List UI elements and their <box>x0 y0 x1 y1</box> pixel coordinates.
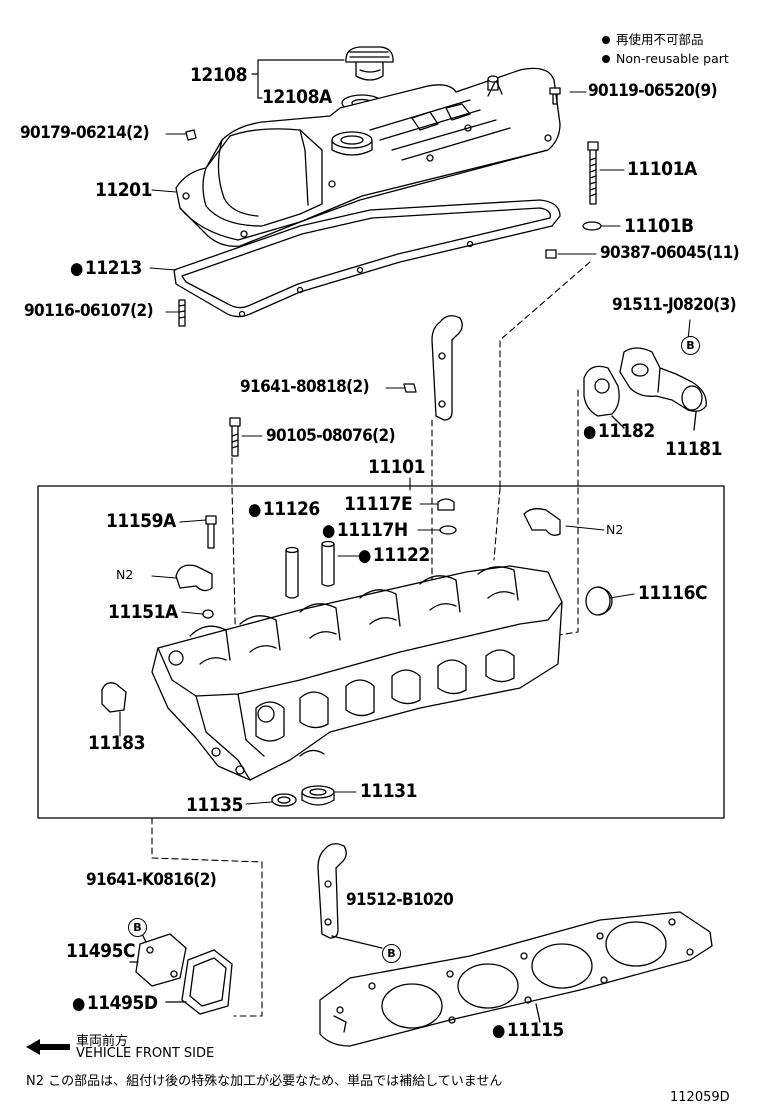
water-outlet-gasket <box>583 365 620 417</box>
bullet-icon <box>602 55 610 63</box>
stud-90116 <box>178 299 186 327</box>
part-label-11115[interactable]: ●11115 <box>492 1021 564 1040</box>
bolt-90105 <box>229 417 241 457</box>
part-number: 11122 <box>372 544 430 566</box>
oil-filler-cap <box>345 46 394 81</box>
part-label-91511[interactable]: 91511-J0820(3) <box>612 295 737 315</box>
cover-plate-11495c <box>135 933 187 987</box>
part-label-11151a[interactable]: 11151A <box>108 601 178 623</box>
cylinder-head-cover <box>175 67 561 247</box>
footnote-n2: N2 この部品は、組付け後の特殊な加工が必要なため、単品では補給していません <box>26 1074 503 1089</box>
part-label-11159a[interactable]: 11159A <box>106 510 176 532</box>
part-label-11117e[interactable]: 11117E <box>344 493 413 515</box>
part-label-11183[interactable]: 11183 <box>88 732 145 754</box>
code-b-marker: B <box>382 944 401 963</box>
part-label-11201[interactable]: 11201 <box>95 179 152 201</box>
vehicle-front-en: VEHICLE FRONT SIDE <box>76 1046 215 1061</box>
part-label-11495d[interactable]: ●11495D <box>72 994 158 1013</box>
part-number: 11115 <box>506 1019 564 1041</box>
non-reusable-bullet-icon: ● <box>583 422 596 442</box>
vehicle-front-jp: 車両前方 <box>76 1034 129 1049</box>
document-number: 112059D <box>670 1090 730 1105</box>
part-label-90105[interactable]: 90105-08076(2) <box>266 426 396 446</box>
part-number: 11495D <box>86 992 158 1014</box>
legend-row-jp: 再使用不可部品 <box>602 30 729 49</box>
non-reusable-bullet-icon: ● <box>358 546 371 566</box>
non-reusable-bullet-icon: ● <box>322 521 335 541</box>
part-label-12108a[interactable]: 12108A <box>262 86 332 108</box>
part-label-11131[interactable]: 11131 <box>360 780 417 802</box>
part-label-90119[interactable]: 90119-06520(9) <box>588 81 718 101</box>
part-number: 11213 <box>84 257 142 279</box>
code-b-marker: B <box>128 918 147 937</box>
part-label-12108[interactable]: 12108 <box>190 64 247 86</box>
bolt-90119 <box>549 87 561 105</box>
arrow-left-icon <box>26 1039 70 1055</box>
part-number: 11126 <box>262 498 320 520</box>
engine-hanger-upper <box>431 315 463 421</box>
cylinder-head <box>151 565 563 781</box>
cover-gasket-11495d <box>181 949 233 1015</box>
non-reusable-bullet-icon: ● <box>72 994 85 1014</box>
part-number: 11182 <box>597 420 655 442</box>
part-label-11101a[interactable]: 11101A <box>627 158 697 180</box>
part-label-11213[interactable]: ●11213 <box>70 259 142 278</box>
non-reusable-bullet-icon: ● <box>70 259 83 279</box>
part-label-11182[interactable]: ●11182 <box>583 422 655 441</box>
part-label-11101[interactable]: 11101 <box>368 456 425 478</box>
part-label-91512[interactable]: 91512-B1020 <box>346 890 454 910</box>
part-label-11101b[interactable]: 11101B <box>624 215 694 237</box>
legend-en-text: Non-reusable part <box>616 51 729 66</box>
part-number: 11117H <box>336 519 408 541</box>
cylinder-head-gasket <box>319 911 713 1047</box>
engine-hanger-lower <box>317 843 347 939</box>
water-outlet-housing <box>619 347 707 412</box>
cylinder-head-assy-frame <box>37 485 725 819</box>
legend-jp-text: 再使用不可部品 <box>616 32 704 47</box>
part-label-91641-80818[interactable]: 91641-80818(2) <box>240 377 370 397</box>
part-label-11117h[interactable]: ●11117H <box>322 521 408 540</box>
part-label-11135[interactable]: 11135 <box>186 794 243 816</box>
non-reusable-bullet-icon: ● <box>248 500 261 520</box>
head-cover-gasket <box>173 199 561 318</box>
part-label-91641-k0816[interactable]: 91641-K0816(2) <box>86 870 217 890</box>
legend-row-en: Non-reusable part <box>602 49 729 68</box>
part-label-11181[interactable]: 11181 <box>665 438 722 460</box>
note-mark-n2-left: N2 <box>116 567 134 582</box>
part-label-90387[interactable]: 90387-06045(11) <box>600 243 740 263</box>
part-label-11126[interactable]: ●11126 <box>248 500 320 519</box>
part-label-11116c[interactable]: 11116C <box>638 582 708 604</box>
part-label-11122[interactable]: ●11122 <box>358 546 430 565</box>
part-label-90116[interactable]: 90116-06107(2) <box>24 301 154 321</box>
code-b-marker: B <box>681 336 700 355</box>
note-mark-n2-right: N2 <box>606 522 624 537</box>
non-reusable-bullet-icon: ● <box>492 1021 505 1041</box>
legend: 再使用不可部品 Non-reusable part <box>602 30 729 68</box>
stud-11101a <box>587 141 599 205</box>
part-label-11495c[interactable]: 11495C <box>66 940 136 962</box>
part-label-90179[interactable]: 90179-06214(2) <box>20 123 150 143</box>
bullet-icon <box>602 36 610 44</box>
